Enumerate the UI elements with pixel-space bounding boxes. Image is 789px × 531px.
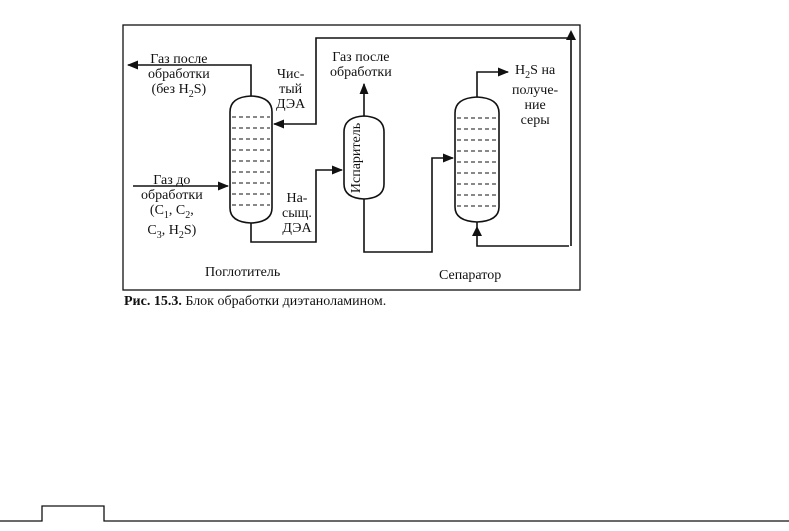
caption-text: Блок обработки диэтаноламином. [181, 294, 387, 309]
label-saturated-dea: На- сыщ. ДЭА [282, 191, 312, 236]
absorber-trays [232, 116, 270, 206]
label-separator: Сепаратор [439, 268, 502, 283]
label-absorber: Поглотитель [205, 265, 281, 280]
evaporator-vessel [343, 115, 385, 200]
label-evaporator: Испаритель [349, 122, 364, 194]
gas-out-absorber-line [126, 60, 252, 96]
loop-up-arrow [566, 30, 576, 40]
label-gas-before: Газ до обработки (C1, C2, C3, H2S) [141, 173, 203, 241]
diagram-frame [122, 24, 581, 291]
separator-column [454, 96, 500, 223]
separator-bottom-line [476, 222, 569, 247]
saturated-dea-line [250, 165, 344, 243]
label-gas-after-left: Газ после обработки (без H2S) [148, 52, 210, 100]
caption-number: Рис. 15.3. [124, 294, 182, 309]
label-h2s: H2S на получе- ние серы [512, 63, 559, 128]
separator-trays [457, 117, 497, 207]
figure-caption: Рис. 15.3. Блок обработки диэтаноламином… [124, 294, 386, 310]
page-footer-rule [0, 505, 789, 522]
clean-dea-line [272, 37, 572, 246]
label-clean-dea: Чис- тый ДЭА [276, 67, 306, 112]
label-gas-after-center: Газ после обработки [330, 50, 392, 80]
separator-outlet-arrow [472, 226, 482, 236]
absorber-column [229, 95, 273, 224]
h2s-out-line [476, 67, 510, 97]
evaporator-to-separator-line [363, 153, 455, 253]
